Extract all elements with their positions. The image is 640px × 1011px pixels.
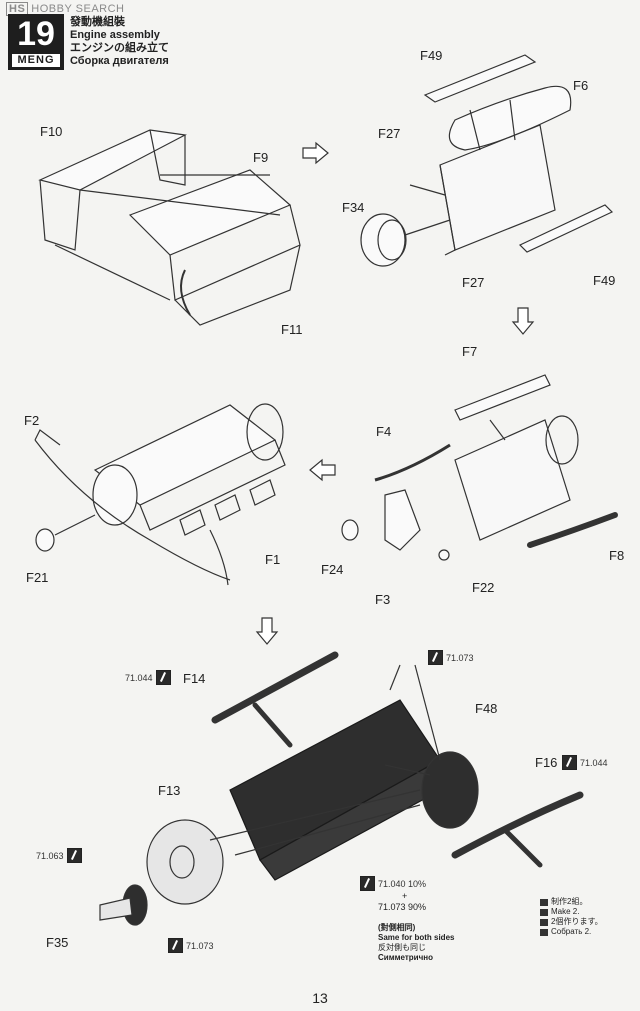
engine-assembled-drawing bbox=[34, 403, 286, 586]
sides-cn: (對側相同) bbox=[378, 923, 416, 932]
step-badge: 19 MENG bbox=[8, 14, 64, 70]
arrow-left-icon bbox=[309, 458, 336, 482]
sides-note: (對側相同) Same for both sides 反対側も同じ Симмет… bbox=[378, 923, 454, 963]
make-two-cn: 制作2組。 bbox=[551, 897, 588, 906]
paint-ref-body: 71.040 10% bbox=[360, 876, 426, 891]
label-f1: F1 bbox=[265, 552, 281, 567]
paint-brush-icon bbox=[562, 755, 577, 770]
make-two-en: Make 2. bbox=[551, 907, 580, 916]
label-f13: F13 bbox=[158, 783, 181, 798]
arrow-down-icon-2 bbox=[255, 617, 279, 645]
paint-code: 71.073 bbox=[186, 940, 214, 951]
label-f48: F48 bbox=[475, 701, 498, 716]
paint-ref-f35: 71.073 bbox=[168, 938, 214, 953]
label-f27-top: F27 bbox=[378, 126, 401, 141]
cn-flag-icon bbox=[540, 898, 548, 906]
make-two-note: 制作2組。 Make 2. 2個作ります。 Собрать 2. bbox=[540, 897, 603, 937]
engine-painted-drawing bbox=[99, 651, 584, 926]
paint-code: 71.044 bbox=[580, 757, 608, 768]
label-f7: F7 bbox=[462, 344, 478, 359]
label-f14: F14 bbox=[183, 671, 206, 686]
page-number: 13 bbox=[312, 990, 328, 1006]
title-en: Engine assembly bbox=[70, 29, 160, 41]
make-two-jp-row: 2個作ります。 bbox=[540, 917, 603, 927]
label-f6: F6 bbox=[573, 78, 589, 93]
label-f34: F34 bbox=[342, 200, 365, 215]
engine-block-drawing-2 bbox=[360, 54, 614, 267]
label-f10: F10 bbox=[40, 124, 63, 139]
label-f4: F4 bbox=[376, 424, 392, 439]
watermark-text: HOBBY SEARCH bbox=[31, 3, 125, 15]
label-f9: F9 bbox=[253, 150, 269, 165]
label-f21: F21 bbox=[26, 570, 49, 585]
paint-code: 71.063 bbox=[36, 850, 64, 861]
paint-plus: + bbox=[402, 891, 408, 901]
label-f2: F2 bbox=[24, 413, 40, 428]
label-f8: F8 bbox=[609, 548, 625, 563]
ru-flag-icon bbox=[540, 928, 548, 936]
paint-brush-icon bbox=[155, 670, 171, 685]
paint-brush-icon bbox=[168, 938, 183, 953]
paint-brush-icon bbox=[66, 848, 82, 863]
label-f11: F11 bbox=[281, 322, 303, 337]
paint-ref-f16: 71.044 bbox=[562, 755, 608, 770]
paint-ref-f14: 71.044 bbox=[125, 670, 171, 685]
arrow-down-icon bbox=[511, 307, 535, 335]
title-cn: 發動機組裝 bbox=[70, 16, 125, 28]
paint-ref-f13: 71.063 bbox=[36, 848, 82, 863]
brand-logo: MENG bbox=[12, 54, 60, 67]
paint-brush-icon bbox=[360, 876, 375, 891]
make-two-ru-row: Собрать 2. bbox=[540, 927, 603, 937]
jp-flag-icon bbox=[540, 918, 548, 926]
title-ru: Сборка двигателя bbox=[70, 55, 169, 67]
paint-brush-icon bbox=[428, 650, 443, 665]
label-f49-top: F49 bbox=[420, 48, 443, 63]
sides-jp: 反対側も同じ bbox=[378, 943, 426, 952]
step-number: 19 bbox=[17, 15, 55, 53]
step-titles: 發動機組裝 Engine assembly エンジンの組み立て Сборка д… bbox=[70, 16, 169, 68]
label-f22: F22 bbox=[472, 580, 495, 595]
label-f49-bottom: F49 bbox=[593, 273, 616, 288]
make-two-cn-row: 制作2組。 bbox=[540, 897, 603, 907]
paint-mix-note: + 71.073 90% (對側相同) Same for both sides … bbox=[378, 891, 454, 963]
make-two-jp: 2個作ります。 bbox=[551, 917, 603, 926]
paint-mix-2: 71.073 90% bbox=[378, 902, 427, 912]
label-f35: F35 bbox=[46, 935, 69, 950]
sides-ru: Симметрично bbox=[378, 953, 433, 962]
engine-block-drawing-3 bbox=[341, 374, 618, 561]
label-f27-bottom: F27 bbox=[462, 275, 485, 290]
paint-code: 71.044 bbox=[125, 672, 153, 683]
arrow-right-icon bbox=[302, 141, 329, 165]
label-f3: F3 bbox=[375, 592, 391, 607]
en-flag-icon bbox=[540, 908, 548, 916]
make-two-ru: Собрать 2. bbox=[551, 927, 592, 936]
paint-ref-f48: 71.073 bbox=[428, 650, 474, 665]
sides-en: Same for both sides bbox=[378, 933, 455, 942]
label-f16: F16 bbox=[535, 755, 558, 770]
paint-code: 71.040 10% bbox=[378, 878, 427, 889]
label-f24: F24 bbox=[321, 562, 344, 577]
make-two-en-row: Make 2. bbox=[540, 907, 603, 917]
title-jp: エンジンの組み立て bbox=[70, 42, 169, 54]
engine-frame-drawing bbox=[38, 129, 301, 326]
paint-code: 71.073 bbox=[446, 652, 474, 663]
